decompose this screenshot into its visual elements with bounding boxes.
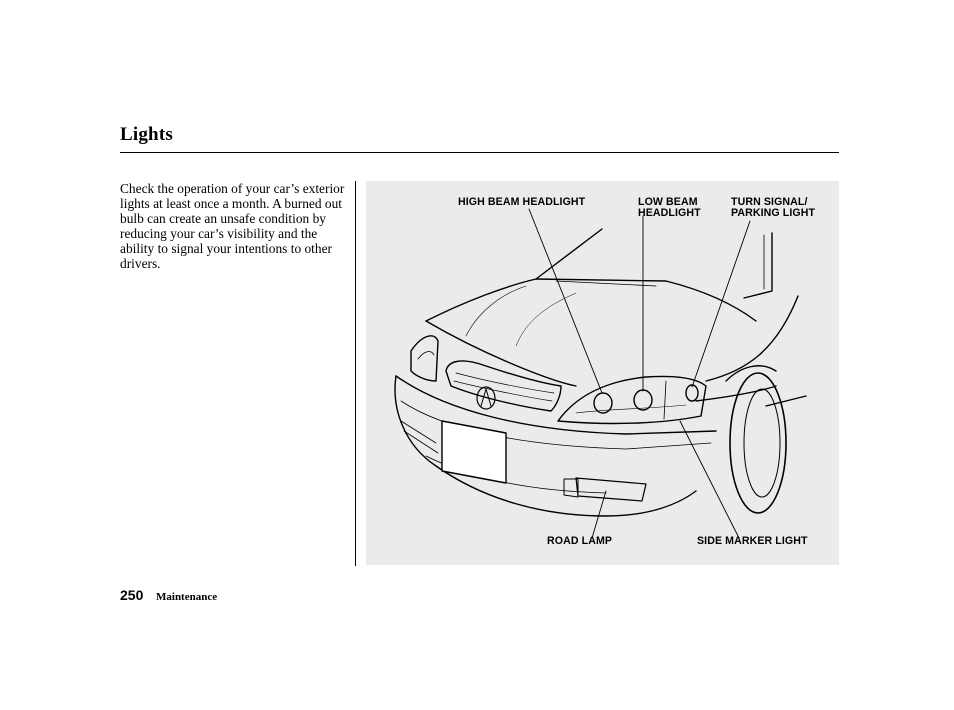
left-headlight-inner [417,351,435,360]
label-turn-signal-line1: TURN SIGNAL/ [731,196,808,208]
leader-side-marker [679,420,740,539]
windshield-left [535,228,603,280]
leader-high-beam [528,208,603,394]
bumper-top [395,375,717,435]
section-name: Maintenance [156,591,218,603]
label-low-beam-line2: HEADLIGHT [638,207,701,219]
body-paragraph: Check the operation of your car’s exteri… [120,181,345,271]
callout-leaders [528,208,751,539]
label-low-beam-line1: LOW BEAM [638,196,698,208]
page-title: Lights [120,124,173,145]
title-rule [120,152,839,153]
road-lamp [575,477,647,502]
wheel [729,372,787,514]
bumper-body [394,375,697,517]
turn-signal-bulb [685,384,699,402]
hood-front-edge [425,320,577,387]
leader-turn-signal [691,220,751,388]
label-high-beam-headlight: HIGH BEAM HEADLIGHT [458,196,586,208]
wiper [555,280,657,287]
headlight-inner-line [575,404,687,414]
side-rear-line [765,395,807,407]
acura-logo-a [480,388,492,407]
low-beam-bulb [633,389,653,411]
headlight-divider [663,380,667,420]
label-turn-signal-line2: PARKING LIGHT [731,207,816,219]
leader-road-lamp [591,490,607,539]
grille-inner [455,372,555,394]
road-lamp-bezel [563,478,579,498]
column-divider [355,181,356,566]
side-body-lower [695,385,777,402]
hood-crease-2 [515,292,577,347]
left-headlight [410,335,439,382]
hood-outline [425,278,757,322]
acura-logo-icon [476,386,496,410]
page-number: 250 [120,587,144,603]
high-beam-bulb [593,392,613,414]
bumper-vent-2 [403,430,439,454]
right-headlight [557,375,707,425]
label-road-lamp: ROAD LAMP [547,535,613,547]
wheel-arch [725,365,777,382]
windshield-right [743,232,773,299]
grille-outline [445,360,562,412]
license-plate [441,420,507,484]
car-front-illustration: HIGH BEAM HEADLIGHT LOW BEAM HEADLIGHT T… [366,181,839,565]
car-drawing [394,208,807,539]
label-side-marker-light: SIDE MARKER LIGHT [697,535,808,547]
side-body-line [705,295,799,382]
bumper-vent [400,420,437,444]
grille-inner-2 [453,380,553,402]
hood-crease [465,285,527,337]
wheel-inner [743,388,781,498]
